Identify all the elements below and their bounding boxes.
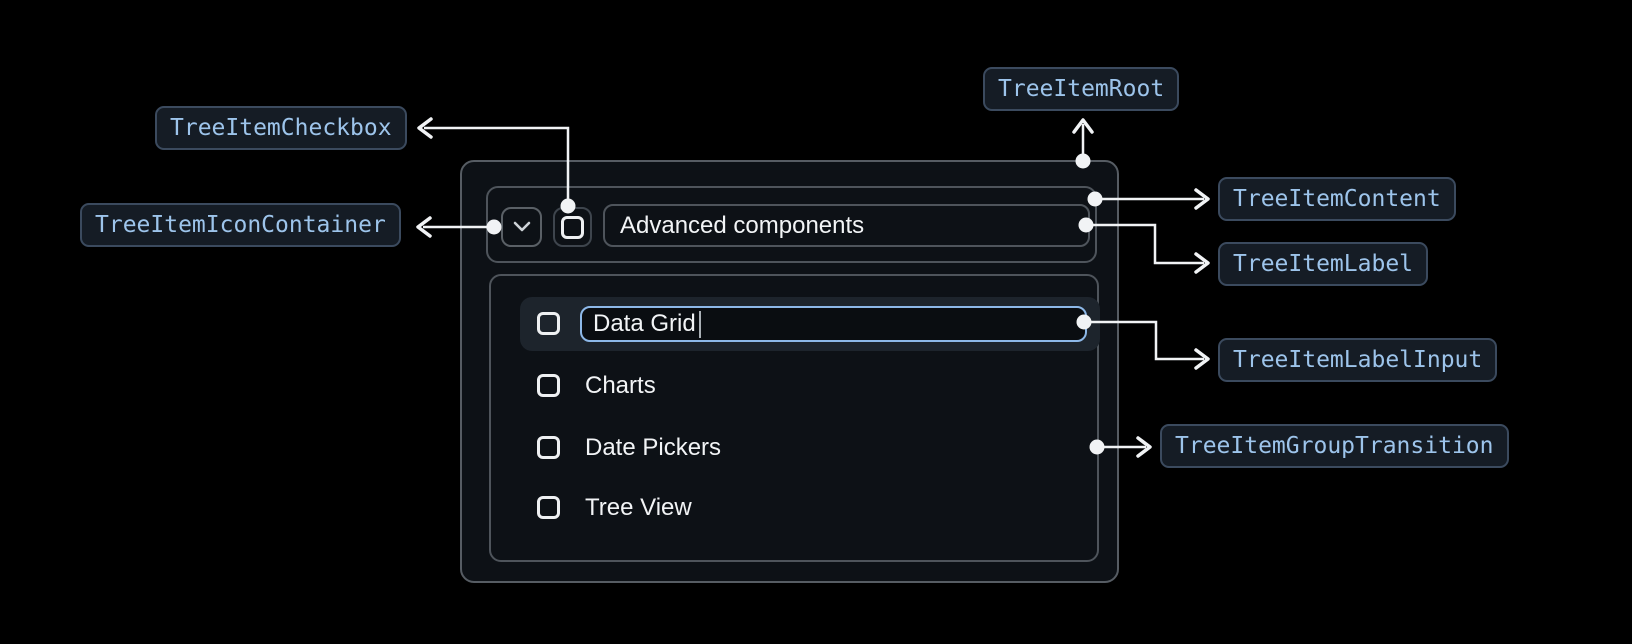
badge-tree-item-icon-container: TreeItemIconContainer xyxy=(80,203,401,247)
tree-row-data-grid[interactable]: Data Grid xyxy=(520,297,1100,351)
checkbox-unchecked-icon[interactable] xyxy=(537,312,560,335)
checkbox-unchecked-icon[interactable] xyxy=(537,436,560,459)
tree-item-label-input[interactable]: Data Grid xyxy=(580,306,1087,342)
tree-item-checkbox[interactable] xyxy=(553,207,592,247)
tree-item-label-text: Advanced components xyxy=(620,211,865,239)
tree-row-date-pickers[interactable]: Date Pickers xyxy=(520,421,1100,475)
badge-tree-item-root: TreeItemRoot xyxy=(983,67,1180,111)
tree-row-label: Charts xyxy=(585,372,656,399)
chevron-down-icon xyxy=(513,221,530,232)
tree-item-group-transition: Data Grid Charts Date Pickers Tree View xyxy=(489,274,1100,562)
text-caret xyxy=(698,310,701,338)
tree-item-label[interactable]: Advanced components xyxy=(603,204,1090,247)
tree-item-icon-container[interactable] xyxy=(501,207,542,247)
checkbox-unchecked-icon[interactable] xyxy=(537,374,560,397)
tree-item-root: Advanced components Data Grid Charts Dat… xyxy=(460,160,1119,583)
tree-row-label: Tree View xyxy=(585,494,692,521)
tree-item-content[interactable]: Advanced components xyxy=(486,186,1097,263)
tree-row-charts[interactable]: Charts xyxy=(520,359,1100,413)
tree-row-label: Date Pickers xyxy=(585,434,722,461)
badge-tree-item-group-transition: TreeItemGroupTransition xyxy=(1160,424,1509,468)
badge-tree-item-label-input: TreeItemLabelInput xyxy=(1218,338,1498,382)
tree-row-tree-view[interactable]: Tree View xyxy=(520,481,1100,535)
badge-tree-item-checkbox: TreeItemCheckbox xyxy=(155,106,407,150)
badge-tree-item-label: TreeItemLabel xyxy=(1218,242,1429,286)
checkbox-unchecked-icon[interactable] xyxy=(537,496,560,519)
label-input-value: Data Grid xyxy=(593,310,696,337)
badge-tree-item-content: TreeItemContent xyxy=(1218,177,1456,221)
checkbox-unchecked-icon xyxy=(561,215,584,239)
